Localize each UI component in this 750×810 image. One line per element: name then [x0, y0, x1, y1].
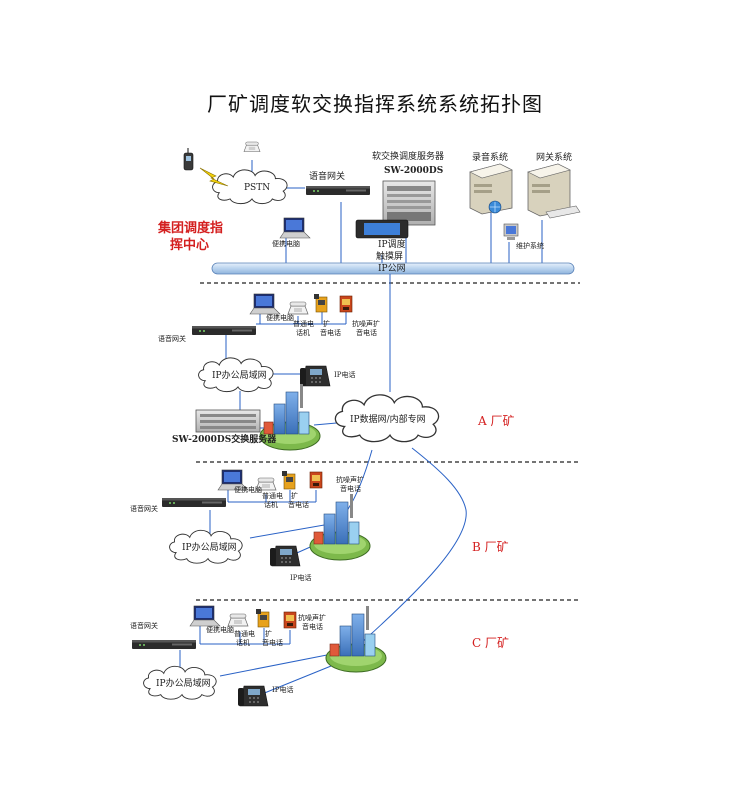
maintenance-pc-device: [503, 223, 519, 240]
site-b-lan-label: IP办公局域网: [182, 543, 237, 553]
mobile-phone-icon: [183, 148, 194, 171]
touch-screen-label-line1: IP调度: [378, 240, 406, 250]
center-voice-gateway-device: [306, 186, 370, 195]
softswitch-server-label-line1: 软交换调度服务器: [372, 152, 445, 162]
gateway-system-label: 网关系统: [536, 153, 573, 163]
site-a-lan-label: IP办公局域网: [212, 371, 267, 381]
site-b-ip-phone-label: IP电话: [290, 574, 312, 582]
site-a-ip-phone-label: IP电话: [334, 371, 356, 379]
site-a-phone-label-line1: 普通电: [293, 320, 314, 328]
site-b-laptop-label: 便携电脑: [234, 486, 262, 494]
site-a-broadcast-label-line1: 扩: [323, 320, 330, 328]
site-c-laptop-label: 便携电脑: [206, 626, 234, 634]
site-b-voice-gateway-label: 语音网关: [130, 505, 158, 513]
site-a-noise-phone-label-line1: 抗噪声扩: [352, 320, 380, 328]
site-c-phone-label-line2: 话机: [236, 639, 250, 647]
site-a-laptop-label: 便携电脑: [266, 314, 294, 322]
site-a-desk-phone-device: [287, 301, 309, 315]
site-c-ip-phone-device: [237, 685, 269, 707]
site-b-section-label: B 厂矿: [472, 540, 509, 554]
site-a-broadcast-phone-device: [313, 293, 328, 313]
site-b-campus-icon: [309, 493, 371, 561]
site-c-desk-phone-device: [227, 613, 249, 627]
wireless-bolt-icon: [199, 167, 229, 187]
site-a-server-label: SW-2000DS交换服务器: [172, 435, 277, 445]
private-network-label: IP数据网/内部专网: [350, 415, 426, 425]
site-c-phone-label-line1: 普通电: [234, 630, 255, 638]
site-c-noise-phone-label-line2: 音电话: [302, 623, 323, 631]
site-c-broadcast-phone-device: [255, 608, 270, 628]
diagram-title: 厂矿调度软交换指挥系统系统拓扑图: [207, 92, 543, 116]
maintenance-label: 维护系统: [516, 242, 544, 250]
ip-touch-screen-device: [355, 219, 409, 239]
site-c-broadcast-label-line2: 音电话: [262, 639, 283, 647]
site-c-broadcast-label-line1: 扩: [265, 630, 272, 638]
center-voice-gateway-label: 语音网关: [309, 172, 346, 182]
site-a-laptop-device: [249, 293, 281, 315]
site-c-voice-gateway-label: 语音网关: [130, 622, 158, 630]
desk-phone-icon: [243, 141, 261, 153]
center-label-line1: 集团调度指: [158, 221, 224, 236]
site-a-voice-gateway-device: [192, 326, 256, 335]
center-laptop-label: 便携电脑: [272, 240, 300, 248]
site-b-noise-phone-device: [309, 471, 323, 489]
recording-system-label: 录音系统: [472, 153, 509, 163]
site-a-noise-phone-label-line2: 音电话: [356, 329, 377, 337]
site-b-phone-label-line1: 普通电: [262, 492, 283, 500]
softswitch-server-label-line2: SW-2000DS: [384, 166, 444, 176]
site-a-section-label: A 厂矿: [478, 414, 515, 428]
site-c-noise-phone-label-line1: 抗噪声扩: [298, 614, 326, 622]
site-c-lan-label: IP办公局域网: [156, 679, 211, 689]
touch-screen-label-line2: 触摸屏: [376, 252, 404, 262]
site-c-links: [179, 626, 337, 695]
site-c-campus-icon: [325, 605, 387, 673]
center-laptop-device: [279, 217, 311, 239]
site-b-ip-phone-device: [269, 545, 301, 567]
site-a-server-device: [195, 409, 261, 433]
site-c-noise-phone-device: [283, 611, 297, 629]
ip-network-label: IP公网: [378, 264, 406, 274]
site-c-section-label: C 厂矿: [472, 636, 509, 650]
center-label-line2: 挥中心: [170, 238, 210, 253]
recording-server-device: [469, 163, 513, 215]
site-a-voice-gateway-label: 语音网关: [158, 335, 186, 343]
ip-public-bus: [211, 262, 575, 275]
site-b-phone-label-line2: 话机: [264, 501, 278, 509]
site-b-noise-phone-label-line2: 音电话: [340, 485, 361, 493]
site-c-laptop-device: [189, 605, 221, 627]
site-a-broadcast-label-line2: 音电话: [320, 329, 341, 337]
pstn-label: PSTN: [244, 183, 271, 193]
site-b-broadcast-label-line2: 音电话: [288, 501, 309, 509]
site-b-broadcast-phone-device: [281, 470, 296, 490]
site-a-noise-phone-device: [339, 295, 353, 313]
site-a-ip-phone-device: [299, 365, 331, 387]
site-c-voice-gateway-device: [132, 640, 196, 649]
site-c-ip-phone-label: IP电话: [272, 686, 294, 694]
site-b-broadcast-label-line1: 扩: [291, 492, 298, 500]
trunk-links: [345, 274, 467, 645]
softswitch-server-device: [382, 180, 436, 226]
site-a-phone-label-line2: 话机: [296, 329, 310, 337]
gateway-system-server-device: [527, 163, 581, 219]
site-b-voice-gateway-device: [162, 498, 226, 507]
site-b-noise-phone-label-line1: 抗噪声扩: [336, 476, 364, 484]
